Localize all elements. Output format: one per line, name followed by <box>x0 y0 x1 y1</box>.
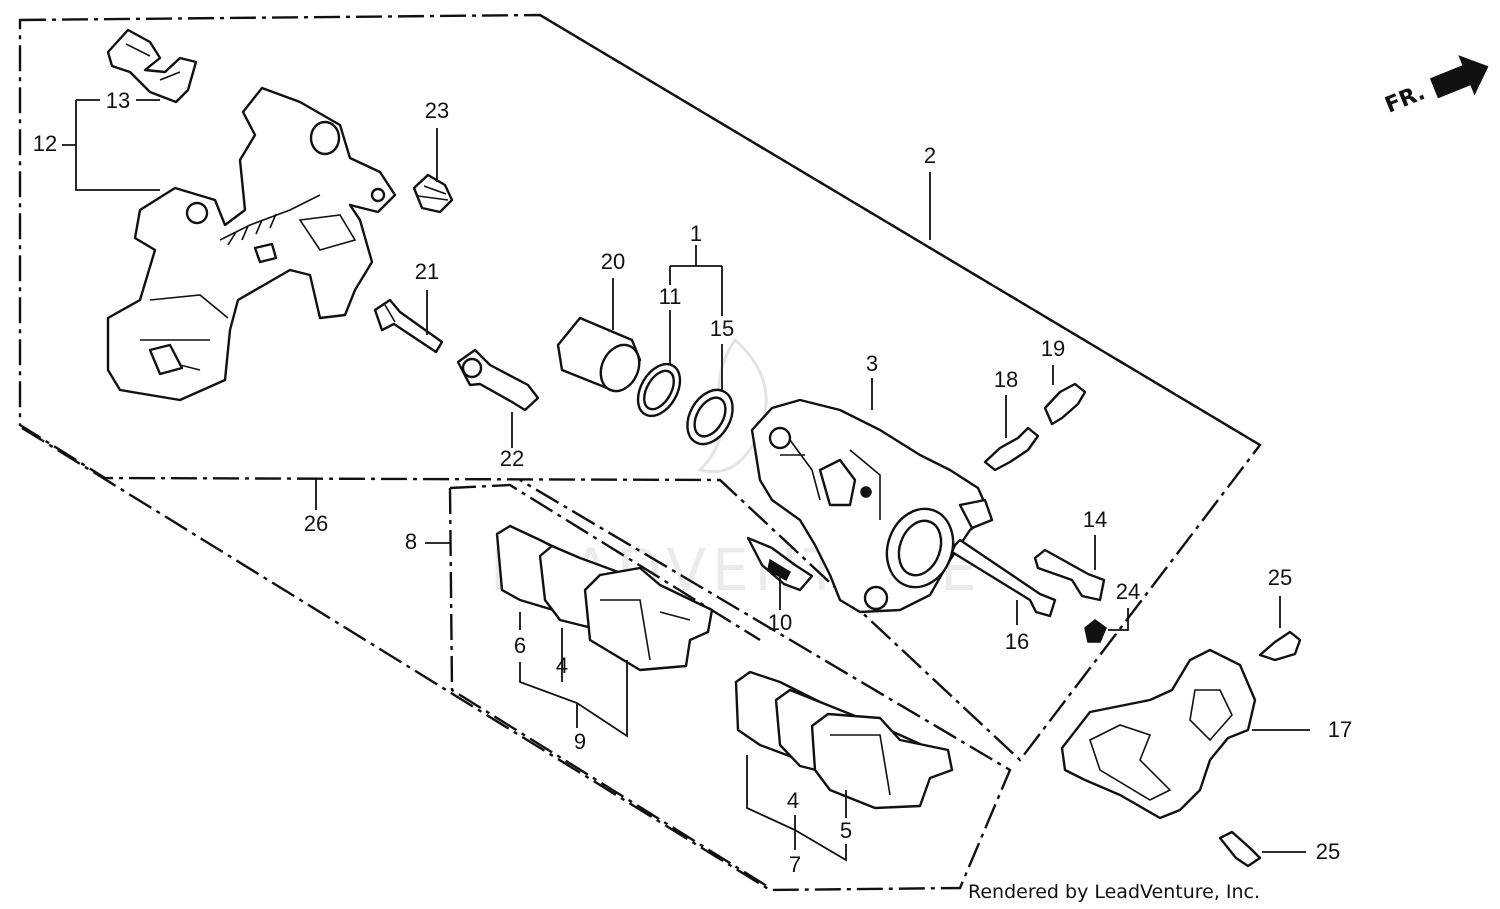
label-16: 16 <box>1005 629 1029 654</box>
label-25-lower: 25 <box>1316 839 1340 864</box>
label-4-upper: 4 <box>556 653 568 678</box>
label-18: 18 <box>994 367 1018 392</box>
boot-23 <box>412 173 454 214</box>
label-14: 14 <box>1083 507 1107 532</box>
leader-lines <box>62 99 1310 862</box>
bolt-25-lower <box>1218 830 1262 868</box>
label-6: 6 <box>514 633 526 658</box>
label-10: 10 <box>768 610 792 635</box>
pin-bolt-21 <box>373 298 444 354</box>
brake-pad-lower-5 <box>810 712 954 810</box>
pad-spring-13 <box>106 28 198 104</box>
label-1: 1 <box>690 221 702 246</box>
bolt-25-upper <box>1258 630 1302 662</box>
pin-bolt-22 <box>456 348 540 412</box>
label-24: 24 <box>1116 579 1140 604</box>
label-2: 2 <box>924 143 936 168</box>
label-22: 22 <box>500 446 524 471</box>
bleeder-valve-18 <box>983 426 1040 472</box>
pad-pin-16 <box>950 538 1057 618</box>
label-19: 19 <box>1041 336 1065 361</box>
label-4-lower: 4 <box>787 788 799 813</box>
label-7: 7 <box>789 852 801 877</box>
caliper-guard-17 <box>1060 648 1257 820</box>
label-12: 12 <box>33 131 57 156</box>
label-23: 23 <box>425 98 449 123</box>
assembly-boundary-26 <box>18 13 1262 762</box>
bleeder-cap-19 <box>1043 382 1087 426</box>
label-13: 13 <box>106 88 130 113</box>
bolt-14 <box>1033 548 1106 602</box>
brake-pad-upper <box>583 566 714 672</box>
label-8: 8 <box>405 529 417 554</box>
fr-label: FR. <box>1382 80 1429 118</box>
pad-retainer-10 <box>746 536 814 592</box>
caliper-assembly-boundary-2 <box>539 13 1261 447</box>
pad-set-boundary-8 <box>448 483 771 890</box>
front-direction-indicator: FR. <box>1382 55 1489 119</box>
label-3: 3 <box>866 351 878 376</box>
label-26: 26 <box>304 511 328 536</box>
plug-24 <box>1084 619 1107 643</box>
label-17: 17 <box>1328 717 1352 742</box>
label-21: 21 <box>415 259 439 284</box>
piston-20 <box>556 316 642 393</box>
label-25-upper: 25 <box>1268 565 1292 590</box>
dust-seal-15 <box>686 388 734 446</box>
label-20: 20 <box>601 249 625 274</box>
label-11: 11 <box>659 284 682 309</box>
caliper-bracket-12 <box>106 86 397 402</box>
piston-seal-11 <box>636 362 682 418</box>
caliper-body-3 <box>750 398 994 614</box>
label-5: 5 <box>840 818 852 843</box>
inner-boundary-lower <box>21 426 1012 892</box>
label-9: 9 <box>574 729 586 754</box>
label-15: 15 <box>710 316 734 341</box>
credit-text: Rendered by LeadVenture, Inc. <box>968 881 1260 903</box>
callout-labels: 1 2 3 4 4 5 6 7 8 9 10 11 12 13 14 15 16… <box>33 88 1352 877</box>
